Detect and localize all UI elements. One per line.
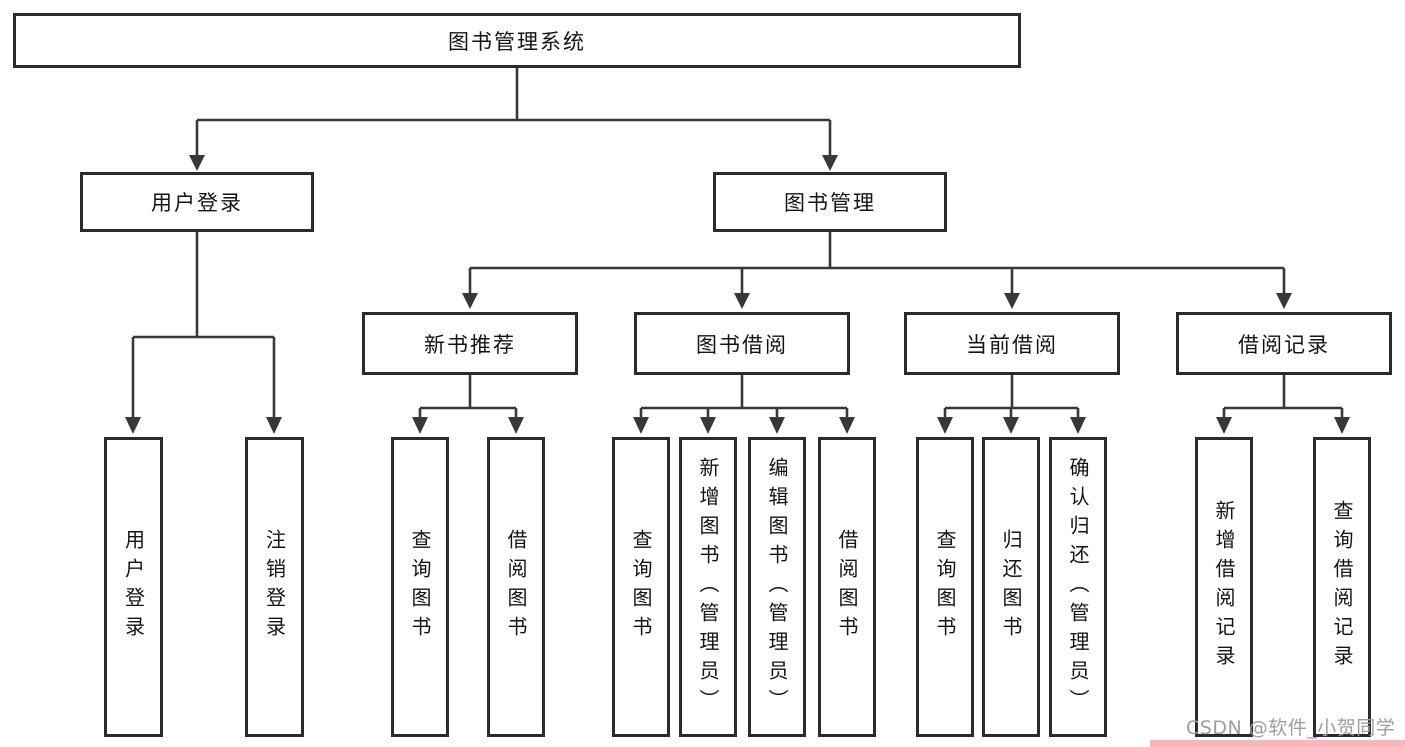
leaf-query-book-1: 查询图书 — [391, 437, 449, 737]
leaf-confirm-return-admin: 确认归还（管理员） — [1049, 437, 1107, 737]
node-label: 用户登录 — [151, 191, 243, 215]
leaf-add-book-admin: 新增图书（管理员） — [679, 437, 737, 737]
node-current-borrow: 当前借阅 — [904, 312, 1120, 375]
leaf-query-book-3: 查询图书 — [916, 437, 974, 737]
node-label: 新增图书（管理员） — [696, 456, 720, 718]
node-new-book-recommend: 新书推荐 — [362, 312, 578, 375]
leaf-add-borrow-record: 新增借阅记录 — [1195, 437, 1253, 737]
node-label: 编辑图书（管理员） — [765, 456, 789, 718]
node-label: 新增借阅记录 — [1212, 500, 1236, 674]
node-label: 用户登录 — [121, 529, 146, 645]
watermark-band — [1150, 740, 1405, 747]
node-label: 借阅图书 — [504, 529, 528, 645]
node-label: 当前借阅 — [966, 332, 1058, 357]
node-label: 借阅记录 — [1238, 332, 1330, 357]
node-label: 确认归还（管理员） — [1066, 456, 1090, 718]
node-user-login: 用户登录 — [80, 172, 314, 232]
leaf-query-book-2: 查询图书 — [612, 437, 670, 737]
leaf-user-login: 用户登录 — [104, 437, 163, 737]
node-label: 查询图书 — [629, 529, 653, 645]
watermark-text: CSDN @软件_小贺同学 — [1186, 717, 1396, 739]
node-label: 图书借阅 — [696, 332, 788, 357]
node-book-management: 图书管理 — [713, 172, 947, 232]
leaf-logout: 注销登录 — [245, 437, 304, 737]
node-borrow-record: 借阅记录 — [1176, 312, 1392, 375]
node-label: 借阅图书 — [835, 529, 859, 645]
node-label: 查询借阅记录 — [1330, 500, 1354, 674]
leaf-query-borrow-record: 查询借阅记录 — [1313, 437, 1371, 737]
leaf-borrow-book-2: 借阅图书 — [818, 437, 876, 737]
node-label: 新书推荐 — [424, 332, 516, 357]
leaf-edit-book-admin: 编辑图书（管理员） — [748, 437, 806, 737]
node-label: 图书管理 — [784, 191, 876, 215]
node-label: 查询图书 — [933, 529, 957, 645]
node-label: 图书管理系统 — [448, 29, 586, 54]
node-label: 查询图书 — [408, 529, 432, 645]
node-label: 注销登录 — [262, 529, 287, 645]
node-label: 归还图书 — [999, 529, 1023, 645]
leaf-borrow-book-1: 借阅图书 — [487, 437, 545, 737]
node-book-borrow: 图书借阅 — [634, 312, 850, 375]
node-root-system: 图书管理系统 — [13, 13, 1021, 68]
leaf-return-book: 归还图书 — [982, 437, 1040, 737]
